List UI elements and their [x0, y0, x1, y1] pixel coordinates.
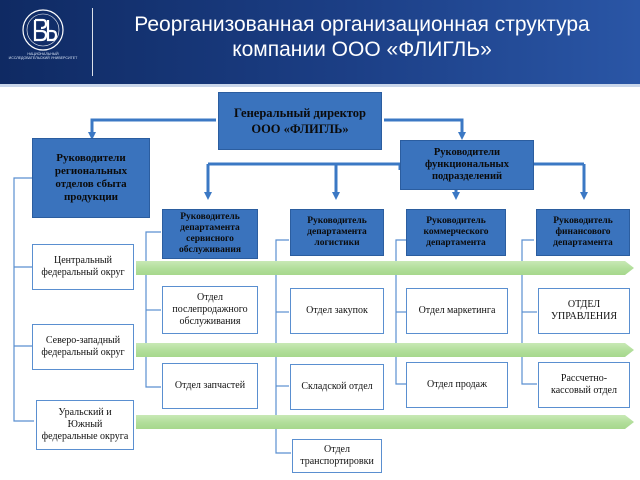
title-line-2: компании ООО «ФЛИГЛЬ» — [232, 38, 492, 61]
northwest-district-box: Северо-западный федеральный округ — [32, 324, 134, 370]
logistics-head-box: Руководитель департамента логистики — [290, 209, 384, 256]
spare-parts-box: Отдел запчастей — [162, 363, 258, 409]
header-bar — [0, 0, 640, 84]
warehouse-box: Складской отдел — [290, 364, 384, 410]
central-district-box: Центральный федеральный округ — [32, 244, 134, 290]
regional-heads-box: Руководители региональных отделов сбыта … — [32, 138, 150, 218]
functional-heads-box: Руководители функциональных подразделени… — [400, 140, 534, 190]
university-logo-icon — [22, 9, 64, 51]
arrow-ceo-to-functional — [384, 118, 466, 140]
sales-box: Отдел продаж — [406, 362, 508, 408]
header-divider — [92, 8, 93, 76]
purchasing-box: Отдел закупок — [290, 288, 384, 334]
management-box: ОТДЕЛ УПРАВЛЕНИЯ — [538, 288, 630, 334]
marketing-box: Отдел маркетинга — [406, 288, 508, 334]
header-separator — [0, 84, 640, 87]
region-band-ural-south — [136, 415, 634, 429]
ural-south-district-box: Уральский и Южный федеральные округа — [36, 400, 134, 450]
logo-caption: НАЦИОНАЛЬНЫЙ ИССЛЕДОВАТЕЛЬСКИЙ УНИВЕРСИТ… — [8, 52, 78, 60]
region-band-central — [136, 261, 634, 275]
cash-box: Рассчетно-кассовый отдел — [538, 362, 630, 408]
service-head-box: Руководитель департамента сервисного обс… — [162, 209, 258, 259]
transport-box: Отдел транспортировки — [292, 439, 382, 473]
commercial-head-box: Руководитель коммерческого департамента — [406, 209, 506, 256]
arrow-ceo-to-regional — [88, 118, 216, 140]
ceo-box: Генеральный директор ООО «ФЛИГЛЬ» — [218, 92, 382, 150]
finance-head-box: Руководитель финансового департамента — [536, 209, 630, 256]
regional-bracket — [13, 177, 34, 422]
title-line-1: Реорганизованная организационная структу… — [134, 13, 590, 36]
aftersales-box: Отдел послепродажного обслуживания — [162, 286, 258, 334]
page-title: Реорганизованная организационная структу… — [100, 12, 624, 62]
region-band-northwest — [136, 343, 634, 357]
